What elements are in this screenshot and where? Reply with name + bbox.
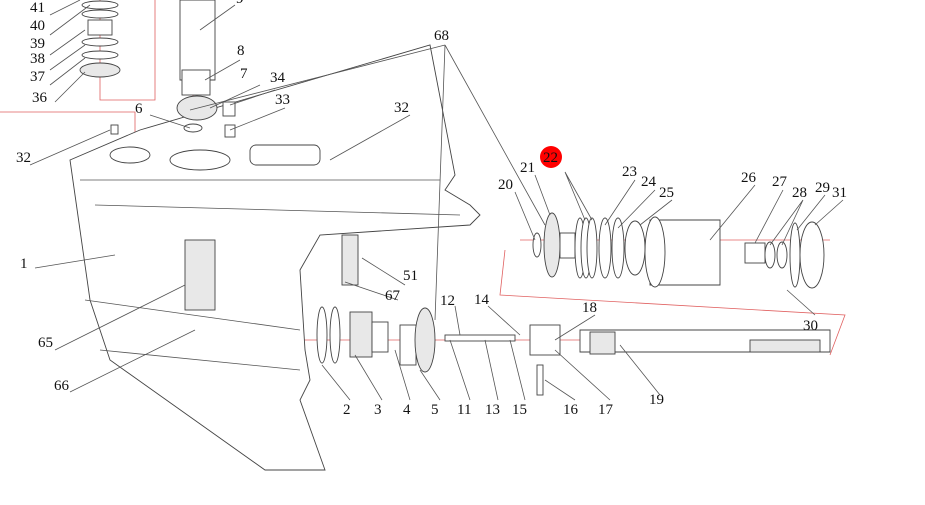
leader-lines: [29, 0, 844, 401]
callout-38[interactable]: 38: [30, 51, 45, 67]
callout-2[interactable]: 2: [343, 402, 351, 418]
callout-17[interactable]: 17: [598, 402, 614, 418]
callout-9[interactable]: 9: [236, 0, 244, 7]
callout-7[interactable]: 7: [240, 66, 248, 82]
callout-29[interactable]: 29: [815, 180, 830, 196]
callout-30[interactable]: 30: [803, 318, 818, 334]
callout-13[interactable]: 13: [485, 402, 500, 418]
callout-12[interactable]: 12: [440, 293, 455, 309]
callout-4[interactable]: 4: [403, 402, 411, 418]
callout-36[interactable]: 36: [32, 90, 48, 106]
callout-26[interactable]: 26: [741, 170, 757, 186]
callout-33[interactable]: 33: [275, 92, 290, 108]
callout-68[interactable]: 68: [434, 28, 449, 44]
propshaft-parts: [316, 306, 831, 396]
callout-51[interactable]: 51: [403, 268, 418, 284]
callout-23[interactable]: 23: [622, 164, 637, 180]
gearcase-housing: [69, 44, 481, 471]
callout-32-left[interactable]: 32: [16, 150, 31, 166]
callout-11[interactable]: 11: [457, 402, 471, 418]
callout-3[interactable]: 3: [374, 402, 382, 418]
callout-34[interactable]: 34: [270, 70, 286, 86]
callout-32-right[interactable]: 32: [394, 100, 409, 116]
callout-labels: 41 40 39 38 37 36 9 8 7 34 33 6 32 32 68…: [16, 0, 847, 418]
callout-16[interactable]: 16: [563, 402, 579, 418]
callout-22[interactable]: 22: [543, 150, 558, 166]
callout-14[interactable]: 14: [474, 292, 490, 308]
callout-65[interactable]: 65: [38, 335, 53, 351]
callout-37[interactable]: 37: [30, 69, 46, 85]
callout-21[interactable]: 21: [520, 160, 535, 176]
reverse-gear-assembly: [532, 212, 825, 289]
callout-6[interactable]: 6: [135, 101, 143, 117]
callout-19[interactable]: 19: [649, 392, 664, 408]
callout-8[interactable]: 8: [237, 43, 245, 59]
callout-39[interactable]: 39: [30, 36, 45, 52]
callout-66[interactable]: 66: [54, 378, 70, 394]
callout-24[interactable]: 24: [641, 174, 657, 190]
driveshaft-parts: [79, 0, 236, 138]
callout-20[interactable]: 20: [498, 177, 513, 193]
callout-18[interactable]: 18: [582, 300, 597, 316]
callout-5[interactable]: 5: [431, 402, 439, 418]
callout-1[interactable]: 1: [20, 256, 28, 272]
callout-41[interactable]: 41: [30, 0, 45, 16]
callout-27[interactable]: 27: [772, 174, 788, 190]
callout-31[interactable]: 31: [832, 185, 847, 201]
callout-67[interactable]: 67: [385, 288, 401, 304]
callout-40[interactable]: 40: [30, 18, 45, 34]
callout-15[interactable]: 15: [512, 402, 527, 418]
callout-28[interactable]: 28: [792, 185, 807, 201]
selected-callout-marker[interactable]: [540, 146, 562, 168]
callout-25[interactable]: 25: [659, 185, 674, 201]
